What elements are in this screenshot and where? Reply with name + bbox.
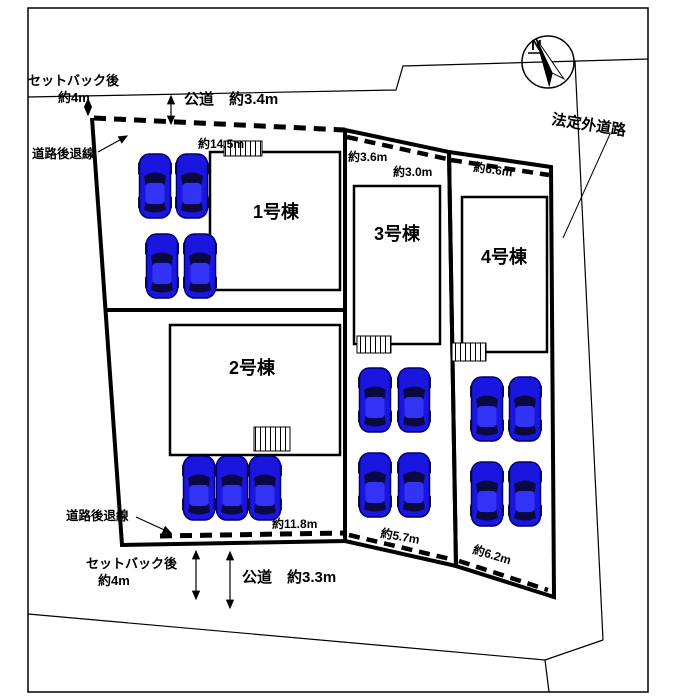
setback-dashed-line-top-right xyxy=(450,157,550,178)
legal-road-leader-line xyxy=(562,133,611,239)
setback-dashed-line-top-left xyxy=(93,115,346,133)
road-edge-bottom-jog xyxy=(544,659,550,693)
dimension-top-mid-1: 約3.6m xyxy=(348,149,387,164)
retreat-line-leader-bottom xyxy=(135,516,173,534)
setback-label-top-line2: 約4m xyxy=(58,90,90,105)
setback-label-bottom-line2: 約4m xyxy=(98,573,130,588)
compass: N xyxy=(521,35,575,89)
frame-border xyxy=(27,7,649,693)
building-4-stairs-icon xyxy=(451,342,487,362)
car xyxy=(137,153,173,219)
dimension-top-mid-2: 約3.0m xyxy=(393,164,432,179)
retreat-line-label-bottom: 道路後退線 xyxy=(66,508,129,523)
car xyxy=(507,376,543,442)
building-2-stairs-icon xyxy=(253,426,291,452)
setback-dashed-line-bottom-left xyxy=(159,530,346,539)
building-3-label: 3号棟 xyxy=(374,223,421,244)
car xyxy=(469,461,505,527)
setback-dashed-line-bottom-right xyxy=(458,558,549,593)
parcel-right-boundary xyxy=(446,149,557,600)
car xyxy=(396,452,432,518)
legal-road-label: 法定外道路 xyxy=(550,110,628,140)
building-4-label: 4号棟 xyxy=(481,246,528,267)
dimension-top-left: 約14.5m xyxy=(198,136,244,151)
road-edge-bottom xyxy=(27,613,604,661)
car xyxy=(247,455,283,521)
car xyxy=(214,455,250,521)
setback-label-bottom-line1: セットバック後 xyxy=(86,556,178,571)
car xyxy=(469,376,505,442)
car xyxy=(182,233,218,299)
building-3-stairs-icon xyxy=(356,335,392,354)
road-edge-right xyxy=(574,60,604,641)
car xyxy=(174,153,210,219)
car xyxy=(507,461,543,527)
dimension-bottom-right: 約6.2m xyxy=(471,542,513,568)
building-1-stairs-icon xyxy=(223,140,263,157)
retreat-line-label-top: 道路後退線 xyxy=(32,146,95,161)
building-2-label: 2号棟 xyxy=(229,357,276,378)
dimension-bottom-mid: 約5.7m xyxy=(379,525,420,547)
car xyxy=(357,452,393,518)
retreat-line-leader-top xyxy=(97,135,129,153)
dimension-bottom-left: 約11.8m xyxy=(272,516,317,531)
setback-label-top-line1: セットバック後 xyxy=(28,73,120,88)
compass-circle xyxy=(521,35,575,89)
public-road-label-bottom: 公道 約3.3m xyxy=(242,568,336,586)
road-edge-top xyxy=(27,58,649,98)
car xyxy=(181,455,217,521)
north-label: N xyxy=(531,37,542,54)
car xyxy=(357,367,393,433)
car xyxy=(396,367,432,433)
building-1-label: 1号棟 xyxy=(253,201,300,222)
building-3-outline xyxy=(352,184,442,346)
building-1-outline xyxy=(208,150,342,292)
car xyxy=(144,233,180,299)
compass-needle xyxy=(535,38,566,88)
building-4-outline xyxy=(460,195,549,354)
public-road-label-top: 公道 約3.4m xyxy=(184,90,278,108)
dimension-top-right: 約6.6m xyxy=(473,159,514,179)
